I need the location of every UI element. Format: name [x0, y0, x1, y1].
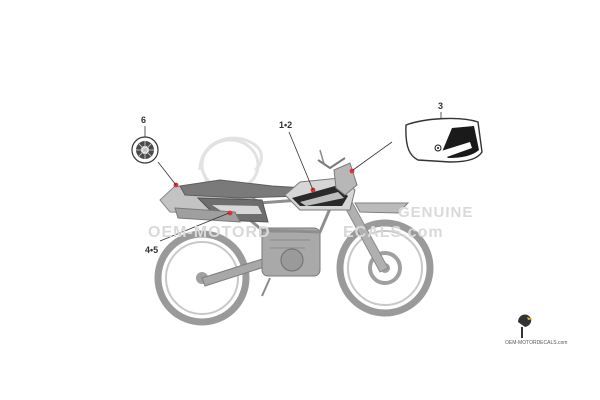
leader-line-6 — [157, 161, 177, 186]
brand-logo-icon — [518, 314, 533, 338]
callout-6: 6 — [141, 115, 147, 125]
leader-line-1-2 — [288, 131, 314, 191]
tank-decal-accent — [300, 192, 344, 206]
callout-1-2: 1•2 — [279, 120, 293, 130]
front-fender — [354, 202, 410, 214]
callout-4-5: 4•5 — [145, 245, 159, 255]
brand-footer-text: OEM-MOTORDECALS.com — [505, 340, 568, 346]
callout-3: 3 — [438, 101, 444, 111]
emblem-decal — [131, 136, 159, 164]
marker-side-cover — [227, 210, 233, 216]
leader-line-4-5 — [159, 212, 230, 242]
handlebar — [317, 157, 346, 170]
engine — [261, 227, 321, 277]
watermark-main-right: ECALS.com — [343, 224, 444, 241]
front-plate-decal — [405, 117, 483, 163]
frame — [228, 187, 341, 234]
leader-line-3 — [352, 141, 393, 171]
watermark-genuine: GENUINE — [398, 204, 474, 221]
exhaust — [174, 207, 241, 223]
watermark-main-left: OEM-MOTORD — [148, 224, 271, 241]
